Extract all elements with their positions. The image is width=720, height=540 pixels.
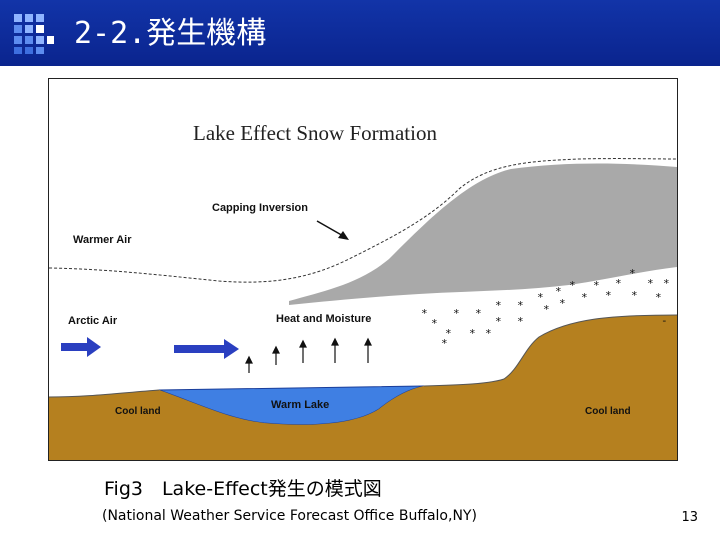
- svg-text:*: *: [543, 303, 550, 316]
- svg-text:*: *: [629, 267, 636, 280]
- snow-cloud: [289, 163, 677, 305]
- svg-text:*: *: [441, 337, 448, 350]
- svg-text:*: *: [537, 291, 544, 304]
- snowflakes: *** *** *** *** *** *** *** *** **-: [421, 267, 670, 350]
- svg-text:*: *: [559, 297, 566, 310]
- svg-text:*: *: [517, 315, 524, 328]
- svg-text:*: *: [495, 315, 502, 328]
- land: [49, 315, 677, 460]
- svg-text:*: *: [555, 285, 562, 298]
- svg-text:*: *: [453, 307, 460, 320]
- inversion-boundary: [49, 158, 677, 283]
- heat-moisture-label: Heat and Moisture: [276, 313, 371, 325]
- figure-caption: Fig3 Lake-Effect発生の模式図: [104, 478, 382, 500]
- cool-land-right-label: Cool land: [585, 406, 631, 417]
- capping-inversion-pointer: [316, 220, 346, 238]
- svg-text:*: *: [655, 291, 662, 304]
- cool-land-left-label: Cool land: [115, 406, 161, 417]
- arctic-air-label: Arctic Air: [68, 315, 118, 327]
- svg-text:*: *: [569, 279, 576, 292]
- warmer-air-label: Warmer Air: [73, 234, 132, 246]
- warm-lake-label: Warm Lake: [271, 399, 329, 411]
- svg-text:*: *: [593, 279, 600, 292]
- capping-inversion-label: Capping Inversion: [212, 202, 308, 214]
- figure-source: (National Weather Service Forecast Offic…: [102, 508, 477, 524]
- slide-title: 2-2.発生機構: [74, 16, 267, 51]
- svg-text:*: *: [647, 277, 654, 290]
- svg-text:*: *: [431, 317, 438, 330]
- page-number: 13: [681, 510, 698, 525]
- svg-text:*: *: [421, 307, 428, 320]
- svg-text:-: -: [661, 314, 668, 327]
- svg-text:*: *: [495, 299, 502, 312]
- svg-text:*: *: [631, 289, 638, 302]
- arctic-air-arrow-2: [174, 345, 226, 353]
- svg-text:*: *: [517, 299, 524, 312]
- svg-text:*: *: [485, 327, 492, 340]
- svg-text:*: *: [605, 289, 612, 302]
- lake-effect-diagram: *** *** *** *** *** *** *** *** **- Lake…: [48, 78, 678, 461]
- svg-text:*: *: [445, 327, 452, 340]
- grid-bullet-icon: [14, 14, 54, 54]
- diagram-title: Lake Effect Snow Formation: [193, 121, 437, 145]
- arctic-air-arrowhead-2: [224, 339, 239, 359]
- svg-text:*: *: [469, 327, 476, 340]
- heat-moisture-arrows: [245, 337, 372, 373]
- svg-text:*: *: [581, 291, 588, 304]
- svg-text:*: *: [615, 277, 622, 290]
- title-bar: 2-2.発生機構: [0, 0, 720, 66]
- svg-text:*: *: [663, 277, 670, 290]
- arctic-air-arrowhead-1: [87, 337, 101, 357]
- arctic-air-arrow-1: [61, 343, 89, 351]
- svg-text:*: *: [475, 307, 482, 320]
